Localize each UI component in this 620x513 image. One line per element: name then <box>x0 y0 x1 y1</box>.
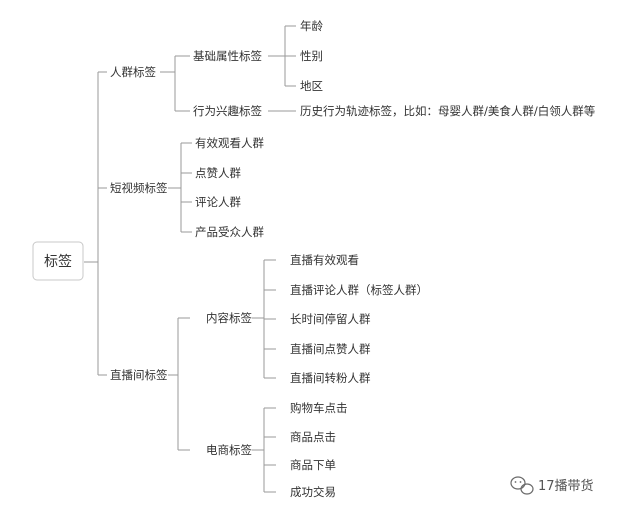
basic-item-age: 年龄 <box>300 19 323 33</box>
live-room-tag-node: 直播间标签 <box>110 368 168 382</box>
ecommerce-item-product-click: 商品点击 <box>290 430 336 444</box>
short-video-item-product-audience: 产品受众人群 <box>195 225 264 239</box>
root-label: 标签 <box>44 253 72 270</box>
short-video-item-commenters: 评论人群 <box>195 195 241 209</box>
ecommerce-item-cart-click: 购物车点击 <box>290 401 348 415</box>
watermark-label: 17播带货 <box>538 478 594 494</box>
short-video-item-likers: 点赞人群 <box>195 166 241 180</box>
behavior-interest-tag-node: 行为兴趣标签 <box>193 104 262 118</box>
behavior-detail-node: 历史行为轨迹标签，比如：母婴人群/美食人群/白领人群等 <box>300 104 595 118</box>
content-item-long-stay: 长时间停留人群 <box>290 312 371 326</box>
connectors <box>84 25 296 493</box>
watermark: 17播带货 <box>510 476 594 495</box>
short-video-item-effective-viewers: 有效观看人群 <box>195 136 264 150</box>
basic-item-gender: 性别 <box>300 49 323 63</box>
short-video-tag-node: 短视频标签 <box>110 181 168 195</box>
content-tag-node: 内容标签 <box>206 311 252 325</box>
content-item-effective-watch: 直播有效观看 <box>290 253 359 267</box>
ecommerce-item-order: 商品下单 <box>290 458 336 472</box>
content-item-commenters: 直播评论人群（标签人群） <box>290 283 428 297</box>
basic-item-region: 地区 <box>300 79 323 93</box>
wechat-icon <box>510 476 534 495</box>
content-item-followers: 直播间转粉人群 <box>290 371 371 385</box>
crowd-tag-node: 人群标签 <box>110 65 156 79</box>
ecommerce-tag-node: 电商标签 <box>206 443 252 457</box>
root-node: 标签 <box>32 241 84 281</box>
ecommerce-item-deal: 成功交易 <box>290 485 336 499</box>
basic-attribute-tag-node: 基础属性标签 <box>193 49 262 63</box>
content-item-likers: 直播间点赞人群 <box>290 342 371 356</box>
